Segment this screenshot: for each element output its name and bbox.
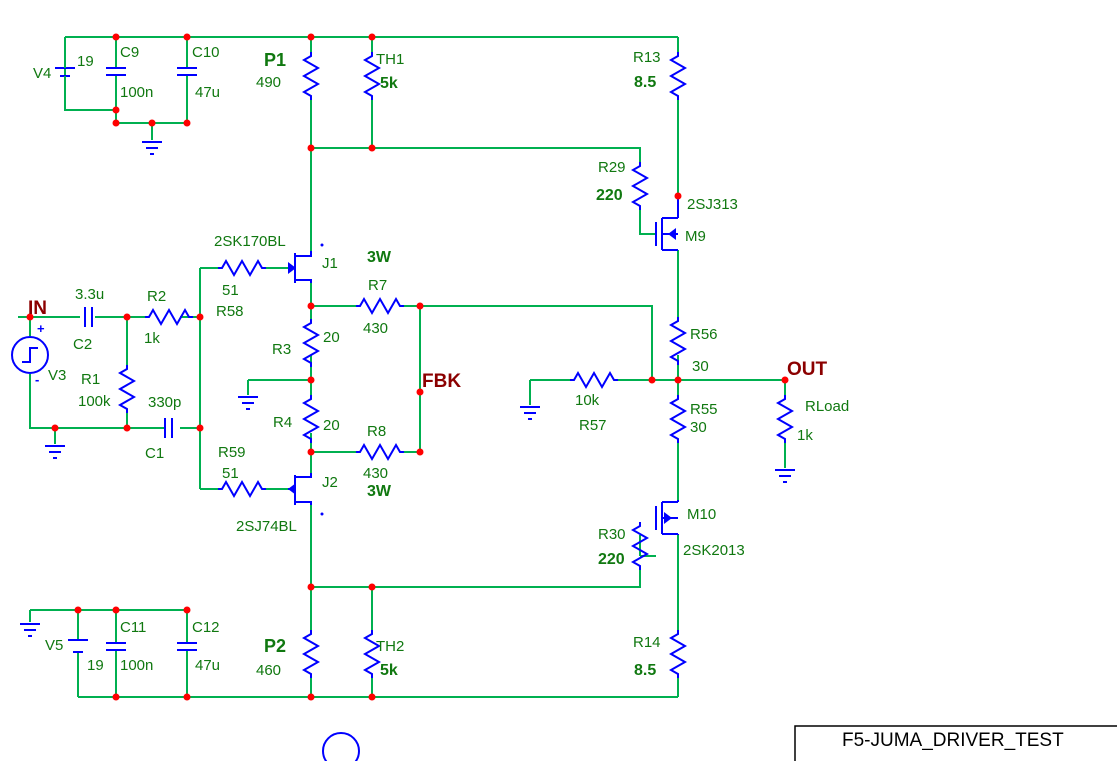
r59-value: 51 [222,465,239,482]
component-symbols [11,37,796,761]
r57-ref: R57 [579,417,607,434]
r7-ref: R7 [368,277,387,294]
c10-ref: C10 [192,44,220,61]
r2-value: 1k [144,330,160,347]
r30-ref: R30 [598,526,626,543]
r3-ref: R3 [272,341,291,358]
th2-value: 5k [380,662,398,679]
v3-ref: V3 [48,367,66,384]
c10-value: 47u [195,84,220,101]
r55-ref: R55 [690,401,718,418]
th1-value: 5k [380,75,398,92]
v3-minus: - [35,372,39,387]
r30-value: 220 [598,551,625,568]
c9-ref: C9 [120,44,139,61]
j1-ref: J1 [322,255,338,272]
net-in: IN [28,298,47,319]
component-labels: V4 19 C9 100n C10 47u P1 490 TH1 5k R13 … [33,44,849,679]
net-out: OUT [787,359,828,380]
p1-ref: P1 [264,50,286,70]
p2-value: 460 [256,662,281,679]
title-block: F5-JUMA_DRIVER_TEST [794,725,1117,761]
r1-ref: R1 [81,371,100,388]
r7-power: 3W [367,249,392,266]
r4-value: 20 [323,417,340,434]
r56-value: 30 [692,358,709,375]
r8-power: 3W [367,483,392,500]
r13-value: 8.5 [634,74,656,91]
net-fbk: FBK [422,371,461,392]
j2-ref: J2 [322,474,338,491]
r55-value: 30 [690,419,707,436]
v4-value: 19 [77,53,94,70]
c11-ref: C11 [120,619,146,636]
v5-value: 19 [87,657,104,674]
m9-ref: M9 [685,228,706,245]
r13-ref: R13 [633,49,661,66]
v5-ref: V5 [45,637,63,654]
c1-value: 330p [148,394,181,411]
th2-ref: TH2 [376,638,404,655]
r8-ref: R8 [367,423,386,440]
r4-ref: R4 [273,414,292,431]
m10-model: 2SK2013 [683,542,745,559]
m10-ref: M10 [687,506,716,523]
r29-ref: R29 [598,159,626,176]
c12-ref: C12 [192,619,220,636]
junctions [26,33,789,701]
r57-value: 10k [575,392,600,409]
rload-ref: RLoad [805,398,849,415]
p1-value: 490 [256,74,281,91]
v3-plus: + [37,321,45,336]
m9-model: 2SJ313 [687,196,738,213]
c1-ref: C1 [145,445,164,462]
j2-model: 2SJ74BL [236,518,297,535]
r29-value: 220 [596,187,623,204]
wires [18,36,786,698]
c12-value: 47u [195,657,220,674]
c9-value: 100n [120,84,153,101]
net-labels: IN OUT FBK [28,298,828,392]
c2-ref: C2 [73,336,92,353]
r58-value: 51 [222,282,239,299]
j1-model: 2SK170BL [214,233,286,250]
r8-value: 430 [363,465,388,482]
c2-value: 3.3u [75,286,104,303]
r56-ref: R56 [690,326,718,343]
r2-ref: R2 [147,288,166,305]
r3-value: 20 [323,329,340,346]
th1-ref: TH1 [376,51,404,68]
p2-ref: P2 [264,636,286,656]
rload-value: 1k [797,427,813,444]
title-text: F5-JUMA_DRIVER_TEST [842,730,1064,751]
v4-ref: V4 [33,65,51,82]
r58-ref: R58 [216,303,244,320]
r59-ref: R59 [218,444,246,461]
c11-value: 100n [120,657,153,674]
r7-value: 430 [363,320,388,337]
r14-value: 8.5 [634,662,656,679]
r1-value: 100k [78,393,111,410]
r14-ref: R14 [633,634,661,651]
